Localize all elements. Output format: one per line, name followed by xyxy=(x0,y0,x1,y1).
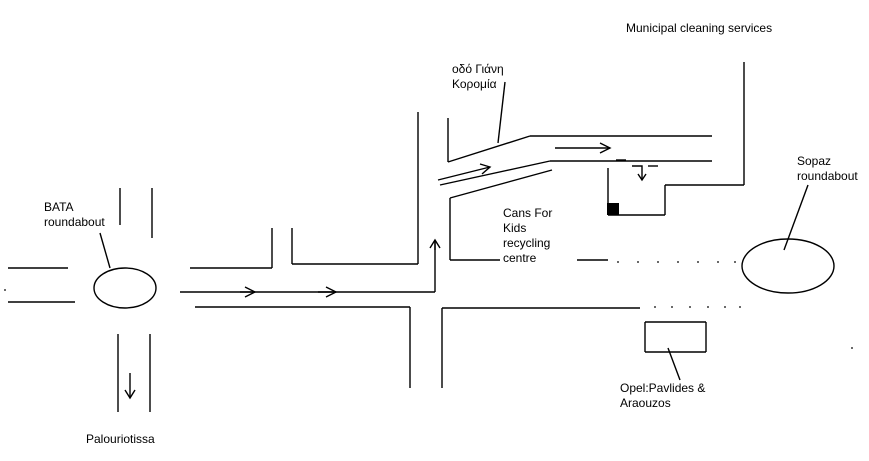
road-lines xyxy=(8,62,835,412)
palouriotissa-label: Palouriotissa xyxy=(86,432,155,446)
municipal-cleaning-label: Municipal cleaning services xyxy=(626,21,773,35)
recycling-centre-marker xyxy=(607,203,619,215)
dotted-paths xyxy=(4,261,853,349)
opel-label: Opel:Pavlides &Araouzos xyxy=(620,381,706,410)
